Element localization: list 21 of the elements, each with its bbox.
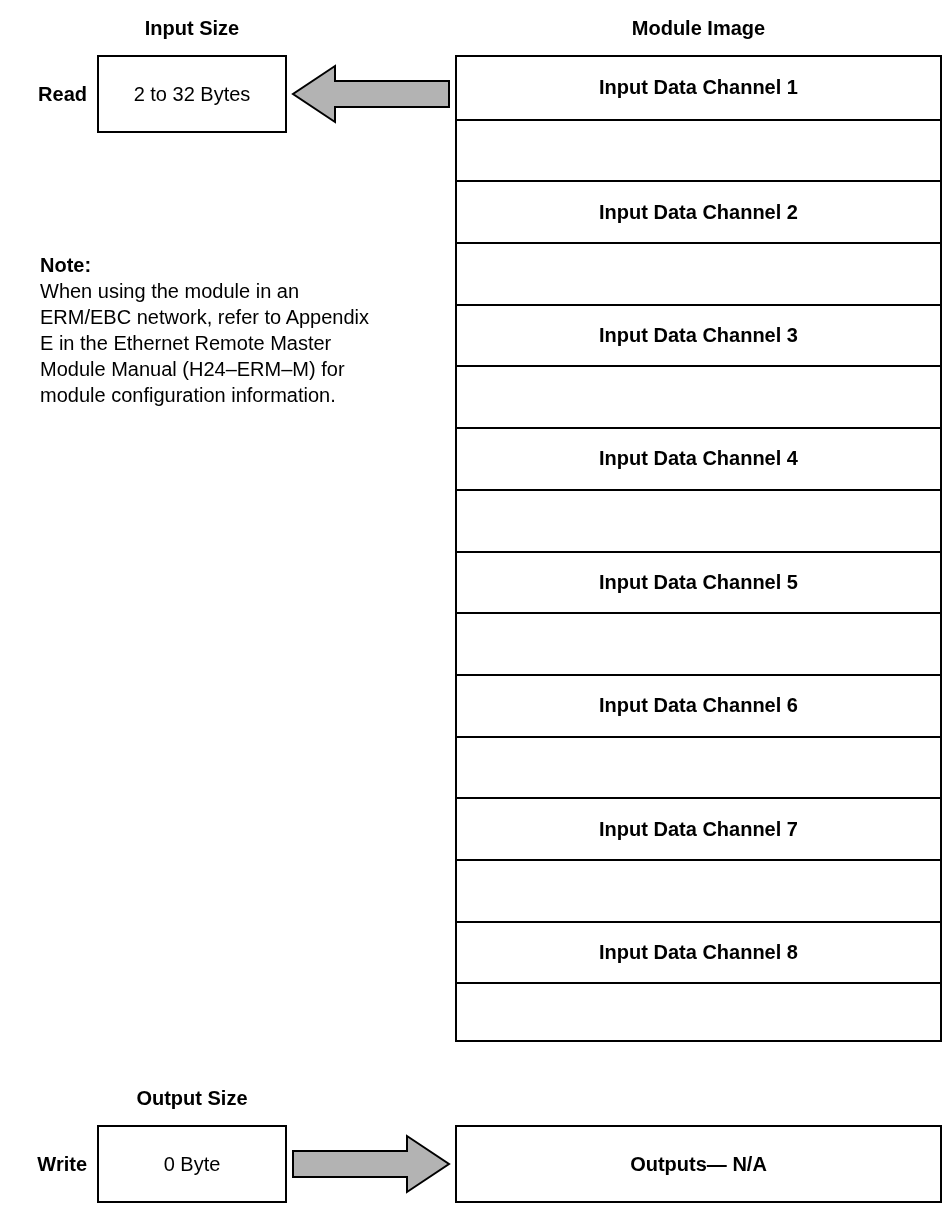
block-arrow [291, 64, 450, 124]
block-arrow [292, 1134, 451, 1194]
heading: Output Size [136, 1087, 248, 1110]
channel-row: Input Data Channel 4 [457, 427, 940, 489]
heading: Module Image [631, 17, 766, 40]
channel-row: Input Data Channel 6 [457, 673, 940, 736]
note-text: When using the module in an ERM/EBC network, refer to Appendix E in the Ethernet Remote Master Module Manual (H24–ERM–M) for module configuration information. [40, 279, 371, 408]
box-text: 2 to 32 Bytes [133, 82, 251, 106]
channel-row: Input Data Channel 1 [457, 57, 940, 119]
heading: Input Size [144, 17, 240, 40]
channel-row: Input Data Channel 3 [457, 303, 940, 366]
box-text: Outputs— N/A [630, 1152, 767, 1176]
channel-row: Input Data Channel 5 [457, 550, 940, 613]
note-heading: Note: [40, 253, 92, 278]
box-text: 0 Byte [163, 1152, 221, 1176]
side-label: Read [38, 82, 87, 106]
channel-row: Input Data Channel 2 [457, 180, 940, 243]
channel-row: Input Data Channel 8 [457, 920, 940, 983]
size-box [455, 1125, 942, 1203]
channel-row: Input Data Channel 7 [457, 797, 940, 859]
side-label: Write [37, 1152, 87, 1176]
